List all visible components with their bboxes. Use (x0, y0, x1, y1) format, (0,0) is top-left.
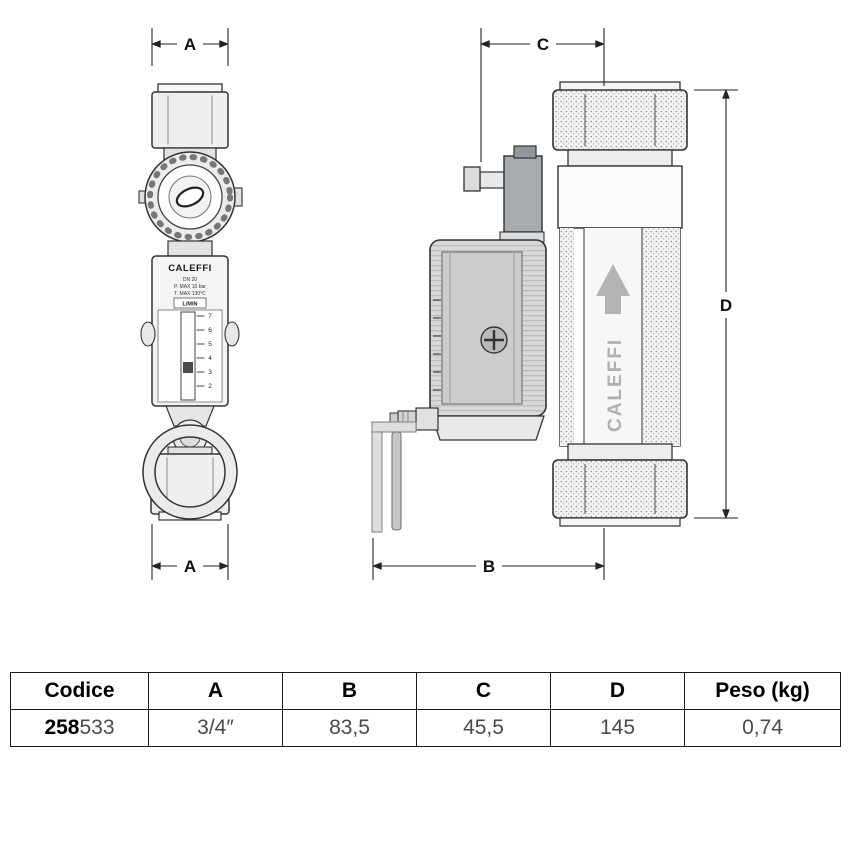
front-view: CALEFFI DN 20 P. MAX 10 bar T. MAX 130°C… (138, 83, 243, 521)
side-meter-attachment (371, 145, 547, 533)
dimension-d-label: D (720, 296, 732, 315)
front-lower-transition (165, 405, 215, 427)
spec-table-row: 258533 3/4″ 83,5 45,5 145 0,74 (10, 709, 841, 747)
dimension-b-label: B (483, 557, 495, 576)
col-header-codice: Codice (10, 672, 149, 710)
col-header-d: D (550, 672, 685, 710)
front-spec-tmax: T. MAX 130°C (174, 291, 206, 297)
col-header-a: A (148, 672, 283, 710)
cell-b: 83,5 (282, 709, 417, 747)
side-top-hex-nut (552, 81, 688, 151)
side-top-collar (567, 149, 673, 167)
front-dial-connector (167, 240, 213, 257)
col-header-peso: Peso (kg) (684, 672, 841, 710)
svg-text:5: 5 (208, 341, 212, 348)
dimension-b: B (372, 528, 605, 580)
side-view: CALEFFI (371, 81, 688, 533)
front-spec-dn: DN 20 (183, 277, 197, 283)
front-unit-label: L/MIN (183, 302, 198, 308)
cell-a: 3/4″ (148, 709, 283, 747)
cell-c: 45,5 (416, 709, 551, 747)
valve-block (503, 155, 543, 233)
front-scale-numbers: 7 6 5 4 3 2 (208, 313, 212, 390)
screw-icon (480, 326, 508, 354)
drain-handle (371, 421, 417, 533)
svg-text:7: 7 (208, 313, 212, 320)
side-bottom-collar (567, 443, 673, 461)
svg-text:4: 4 (208, 355, 212, 362)
front-sight-glass: 7 6 5 4 3 2 (157, 309, 223, 403)
side-bottom-hex-nut (552, 459, 688, 527)
code-suffix: 533 (79, 716, 115, 739)
front-spec-pmax: P. MAX 10 bar (174, 284, 206, 290)
svg-text:3: 3 (208, 369, 212, 376)
side-upper-chamber (557, 165, 683, 229)
spec-table-header-row: Codice A B C D Peso (kg) (10, 672, 841, 710)
drain-valve (389, 407, 545, 441)
front-ring-handle (142, 424, 238, 520)
side-brand-label: CALEFFI (605, 338, 626, 432)
valve-stem-square (463, 166, 481, 192)
dimension-annotations: A C D B (151, 28, 740, 580)
front-lockshield (142, 419, 238, 521)
dimension-a-top-label: A (184, 35, 196, 54)
col-header-c: C (416, 672, 551, 710)
dimension-c-label: C (537, 35, 549, 54)
side-central-body: CALEFFI (559, 227, 681, 447)
cell-peso: 0,74 (684, 709, 841, 747)
cell-d: 145 (550, 709, 685, 747)
front-adjustment-dial (138, 151, 243, 243)
dimension-c: C (480, 28, 605, 162)
side-meter-body (429, 239, 547, 417)
dimension-a-bottom-label: A (184, 557, 196, 576)
svg-text:6: 6 (208, 327, 212, 334)
front-flow-meter: CALEFFI DN 20 P. MAX 10 bar T. MAX 130°C… (140, 255, 240, 407)
spec-table-container: Codice A B C D Peso (kg) 258533 3/4″ 83,… (10, 672, 841, 747)
technical-drawing: CALEFFI DN 20 P. MAX 10 bar T. MAX 130°C… (138, 28, 740, 580)
cell-codice: 258533 (10, 709, 149, 747)
dimension-a-bottom: A (151, 524, 229, 580)
flow-direction-arrow-icon (596, 264, 630, 314)
code-prefix: 258 (44, 716, 80, 739)
spec-table: Codice A B C D Peso (kg) 258533 3/4″ 83,… (10, 672, 841, 747)
side-scale-ticks (433, 299, 441, 391)
front-scale-ticks (196, 315, 205, 387)
front-top-hex-nut (151, 83, 229, 149)
col-header-b: B (282, 672, 417, 710)
svg-text:2: 2 (208, 383, 212, 390)
dimension-d: D (694, 89, 740, 519)
front-brand-label: CALEFFI (168, 263, 212, 274)
dimension-a-top: A (151, 28, 229, 66)
